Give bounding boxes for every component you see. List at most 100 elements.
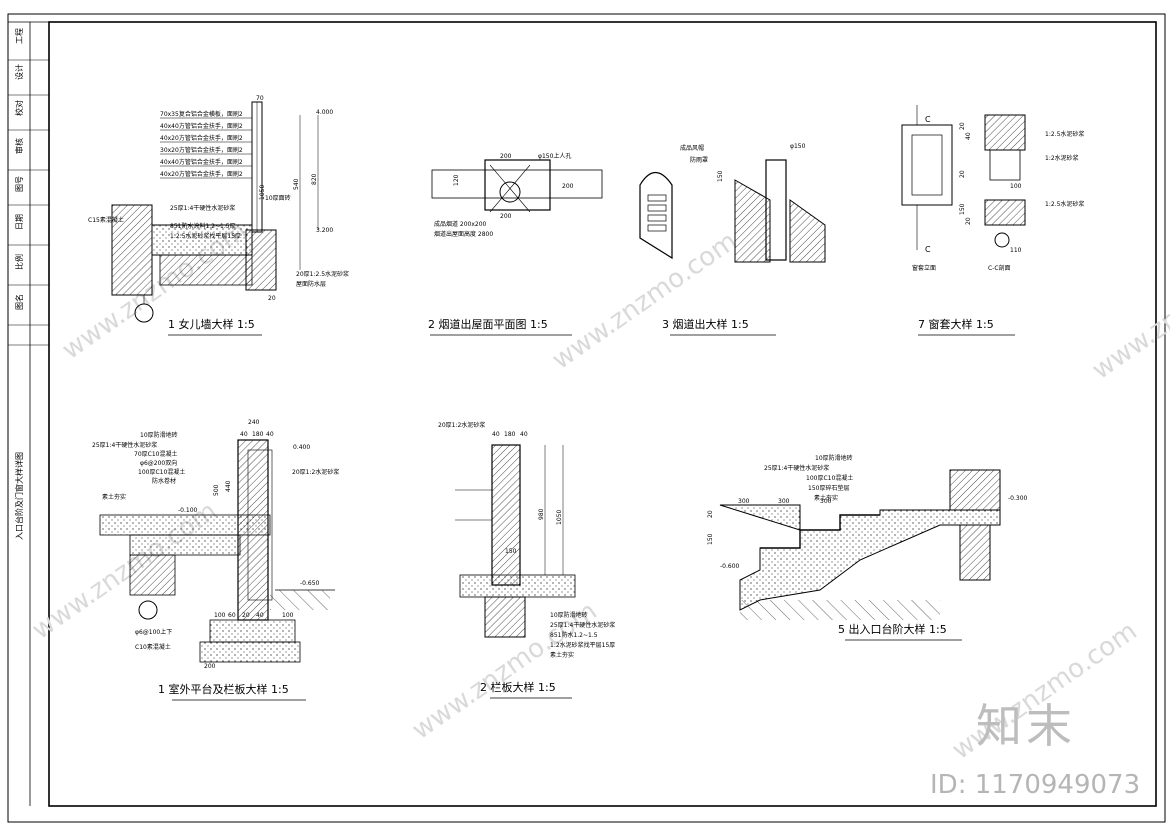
d1-label-12: 屋面防水层: [296, 280, 326, 288]
d4-label-7: 20: [959, 122, 966, 130]
d5-label-23: 40: [256, 612, 264, 619]
d5-label-17: 500: [213, 484, 220, 496]
d5-label-0: 10厚防滑地砖: [140, 431, 178, 439]
d5-label-4: 100厚C10混凝土: [138, 468, 185, 476]
d6-label-5: 980: [538, 508, 545, 520]
d4-label-9: 20: [959, 170, 966, 178]
d2-label-0: φ150上人孔: [538, 152, 571, 160]
d4-label-4: 1:2.5水泥砂浆: [1045, 130, 1084, 138]
d1-dim-2: 1050: [259, 185, 266, 200]
d3-label-2: 防雨罩: [690, 156, 708, 164]
titleblock-vertical-title: 入口台阶及门窗大样详图: [14, 452, 24, 540]
d5-label-19: 100: [214, 612, 226, 619]
d7-caption: 5 出入口台阶大样 1:5: [838, 622, 947, 636]
d6-label-2: 180: [504, 431, 516, 438]
titleblock-row-0: 工程: [15, 28, 24, 44]
d7-label-3: 150厚碎石垫层: [808, 484, 849, 492]
d1-label-10: 1:2.5水泥砂浆找平层15厚: [170, 232, 241, 240]
titleblock-row-3: 审核: [14, 138, 24, 154]
titleblock-row-7: 图名: [14, 294, 24, 310]
d6-label-1: 40: [492, 431, 500, 438]
d1-dim-3: 540: [293, 178, 300, 190]
d2-label-2: 200: [500, 213, 512, 220]
d7-label-9: -0.600: [720, 563, 740, 570]
d5-label-2: 70厚C10混凝土: [134, 450, 177, 458]
watermark-image-id: ID: 1170949073: [930, 770, 1141, 800]
d5-label-7: C10素混凝土: [135, 643, 171, 651]
drawing-frame: [48, 21, 1157, 807]
detail-window-surround: C C 窗套立面 C-C剖面 1:2.5水泥砂浆 1:2水泥砂浆 1:2.5水泥…: [901, 105, 1084, 336]
d7-label-4: 素土夯实: [814, 494, 838, 502]
d5-label-20: 60: [228, 612, 236, 619]
d2-label-6: 烟道出屋面高度 2800: [434, 230, 493, 238]
d6-label-10: 1:2水泥砂浆找平层15厚: [550, 641, 615, 649]
d4-label-6: 1:2.5水泥砂浆: [1045, 200, 1084, 208]
d7-label-6: 300: [778, 498, 790, 505]
d1-dim-4: 820: [311, 173, 318, 185]
d5-label-1: 25厚1:4干硬性水泥砂浆: [92, 441, 157, 449]
d7-label-10: 150: [707, 533, 714, 545]
d5-label-14: 40: [240, 431, 248, 438]
d6-label-8: 25厚1:4干硬性水泥砂浆: [550, 621, 615, 629]
d1-label-3: 30x20方管铝合金扶手，面刷2: [160, 146, 243, 154]
d4-label-0: C: [925, 115, 931, 124]
d4-caption: 7 窗套大样 1:5: [918, 317, 994, 331]
d7-label-11: 20: [707, 510, 714, 518]
d5-label-5: 防水卷材: [152, 477, 176, 485]
d5-caption: 1 室外平台及栏板大样 1:5: [158, 682, 289, 696]
d5-label-18: 440: [225, 480, 232, 492]
d4-label-10: 150: [959, 203, 966, 215]
d4-label-11: 20: [965, 217, 972, 225]
d6-caption: 2 栏板大样 1:5: [480, 680, 556, 694]
d3-label-1: 成品风帽: [680, 144, 704, 152]
d1-label-2: 40x20方管铝合金扶手，面刷2: [160, 134, 243, 142]
detail-parapet: 70x35复合铝合金横板，面刷2 40x40方管铝合金扶手，面刷2 40x20方…: [88, 95, 349, 336]
d5-label-8: -0.100: [178, 507, 198, 514]
d4-label-2: 窗套立面: [912, 264, 936, 272]
titleblock-row-4: 图号: [15, 176, 24, 192]
d4-label-8: 40: [965, 132, 972, 140]
d1-caption: 1 女儿墙大样 1:5: [168, 317, 255, 331]
d5-label-15: 180: [252, 431, 264, 438]
watermark-brand: 知末: [976, 699, 1076, 753]
detail-balustrade: 20厚1:2水泥砂浆 40 180 40 1050 980 150 10厚防滑地…: [438, 421, 615, 699]
d1-label-6: C15素混凝土: [88, 216, 124, 224]
d5-label-21: 20: [242, 612, 250, 619]
d2-label-5: 成品烟道 200x200: [434, 220, 487, 228]
d5-label-6: 素土夯实: [102, 493, 126, 501]
d4-label-13: 110: [1010, 247, 1022, 254]
d1-dim-6: 3.200: [316, 227, 333, 234]
d1-dim-5: 20: [268, 295, 276, 302]
d7-label-7: 300: [820, 498, 832, 505]
d7-label-0: 10厚防滑地砖: [815, 454, 853, 462]
watermark-2: www.znzmo.com: [547, 226, 743, 376]
d6-label-11: 素土夯实: [550, 651, 574, 659]
d6-label-4: 1050: [556, 510, 563, 525]
watermark-6: www.znzmo.com: [1087, 236, 1170, 386]
d3-label-0: φ150: [790, 143, 806, 150]
d3-label-3: 150: [717, 170, 724, 182]
d1-label-5: 40x20方管铝合金扶手，面刷2: [160, 170, 243, 178]
d6-label-9: 851防水1.2~1.5: [550, 631, 598, 639]
d4-label-3: C-C剖面: [988, 264, 1011, 272]
d4-label-5: 1:2水泥砂浆: [1045, 154, 1079, 162]
d5-label-11: 20厚1:2水泥砂浆: [292, 468, 339, 476]
titleblock-row-2: 校对: [14, 100, 24, 116]
d1-label-1: 40x40方管铝合金扶手，面刷2: [160, 122, 243, 130]
titleblock-row-1: 设计: [14, 64, 24, 80]
d5-label-9: 0.400: [293, 444, 310, 451]
d6-label-0: 20厚1:2水泥砂浆: [438, 421, 485, 429]
d5-label-24: 100: [282, 612, 294, 619]
d1-label-8: 25厚1:4干硬性水泥砂浆: [170, 204, 235, 212]
d6-label-6: 150: [505, 548, 517, 555]
d2-label-3: 120: [453, 174, 460, 186]
d2-caption: 2 烟道出屋面平面图 1:5: [428, 317, 548, 331]
d1-label-0: 70x35复合铝合金横板，面刷2: [160, 110, 243, 118]
d7-label-5: 300: [738, 498, 750, 505]
detail-entrance-steps: 10厚防滑地砖 25厚1:4干硬性水泥砂浆 100厚C10混凝土 150厚碎石垫…: [707, 454, 1028, 641]
d5-label-3: φ6@200双向: [140, 459, 177, 467]
d1-label-11: 20厚1:2.5水泥砂浆: [296, 270, 349, 278]
d2-label-4: 200: [562, 183, 574, 190]
d5-label-10: -0.650: [300, 580, 320, 587]
d1-label-4: 40x40方管铝合金扶手，面刷2: [160, 158, 243, 166]
